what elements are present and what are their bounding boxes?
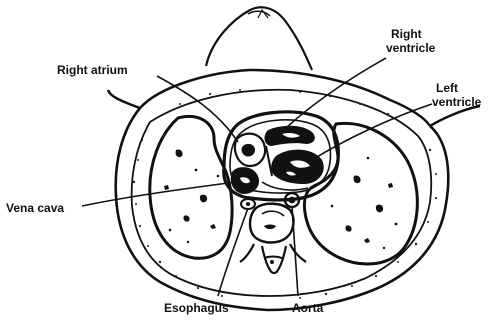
label-right-ventricle-line1: Right [391,27,422,41]
label-aorta: Aorta [292,301,324,315]
leader-right-atrium [157,76,238,142]
leader-vena-cava [82,182,236,206]
leader-right-ventricle [286,58,386,128]
left-lung [304,123,417,264]
chin-outline [206,7,312,70]
esophagus-structure [241,199,255,209]
label-left-ventricle-line1: Left [436,81,458,95]
label-vena-cava: Vena cava [6,201,64,215]
label-esophagus: Esophagus [164,301,229,315]
leader-aorta [292,206,298,296]
heart [224,112,339,200]
label-right-ventricle-line2: ventricle [386,41,436,55]
label-left-ventricle-line2: ventricle [432,95,482,109]
label-right-atrium: Right atrium [57,63,128,77]
